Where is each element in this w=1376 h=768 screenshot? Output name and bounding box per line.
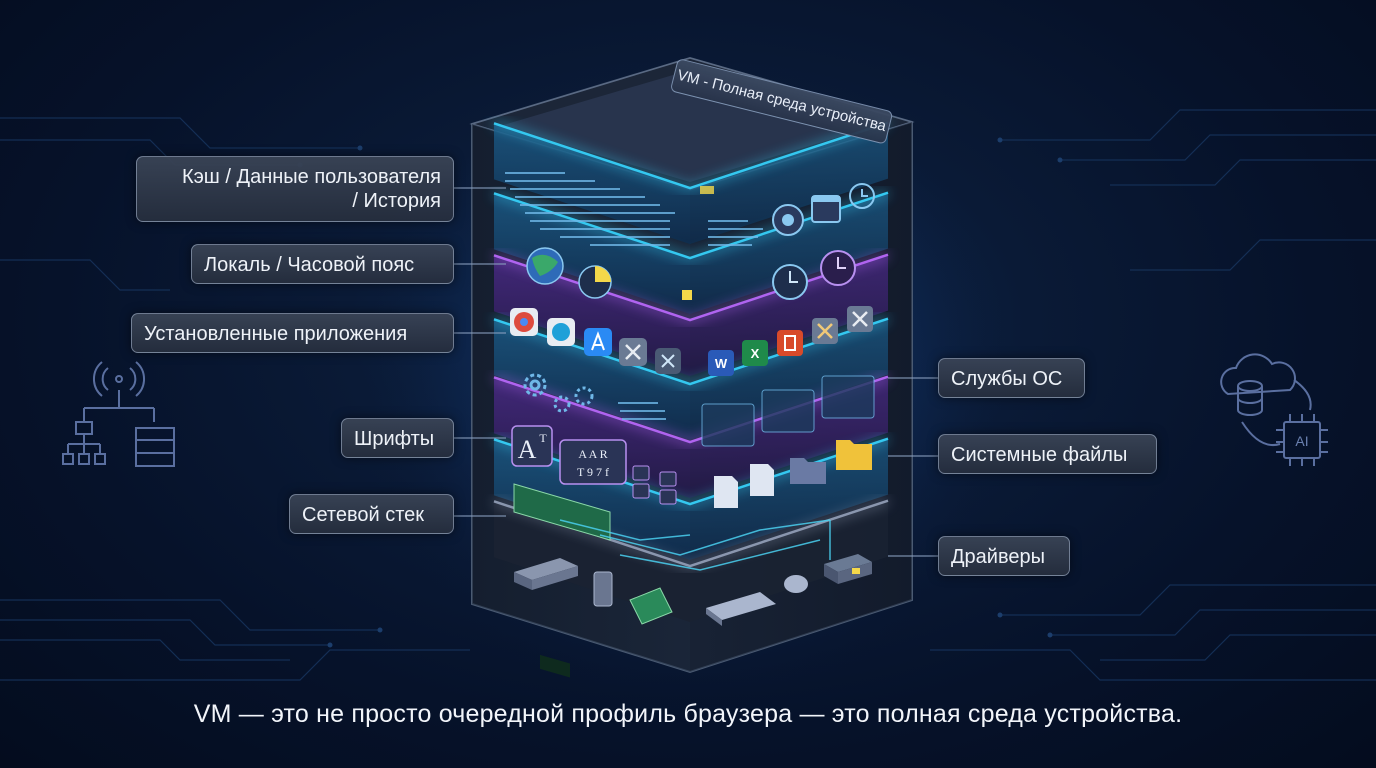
clock-icon: [820, 250, 856, 286]
layer-locale-left-face: [494, 193, 690, 314]
folder-icon: [790, 440, 872, 484]
svg-text:T 9 7 f: T 9 7 f: [577, 465, 609, 479]
app-icons-left: [510, 308, 681, 374]
phone-icon: [593, 571, 613, 607]
mouse-icon: [784, 575, 808, 593]
layer-cache-edge: [493, 121, 889, 190]
layer-locale-right-face: [690, 192, 888, 314]
gear-icon: [523, 373, 594, 413]
network-topology-icon: [62, 361, 175, 467]
cloud-database-ai-icon: AI: [1220, 353, 1328, 466]
layer-os-services-left-face: [494, 319, 690, 440]
callout-cache-user-data: Кэш / Данные пользователя / История: [136, 156, 454, 222]
svg-text:A: A: [518, 435, 537, 464]
keyboard-icon: [706, 592, 776, 626]
app-icons-right: W X: [708, 306, 873, 376]
callout-installed-apps: Установленные приложения: [131, 313, 454, 353]
font-icon: A T: [511, 425, 553, 467]
callout-fonts: Шрифты: [341, 418, 454, 458]
svg-text:W: W: [715, 356, 728, 371]
browser-window-icon: [811, 195, 841, 223]
svg-text:X: X: [751, 346, 760, 361]
status-led: [682, 290, 692, 300]
callout-os-services: Службы ОС: [938, 358, 1085, 398]
callout-connectors: [454, 187, 938, 557]
font-grid-icon: A A R T 9 7 f: [559, 439, 677, 505]
device-icon: [824, 554, 872, 584]
svg-text:A A R: A A R: [578, 447, 607, 461]
caption: VM — это не просто очередной профиль бра…: [193, 700, 1183, 728]
pie-clock-icon: [578, 265, 612, 299]
terminal-icon: [505, 172, 763, 246]
layer-contents: W X A T: [505, 172, 875, 678]
layer-drivers-right-face: [690, 500, 888, 622]
callout-network-stack: Сетевой стек: [289, 494, 454, 534]
router-icon: [514, 558, 578, 590]
layer-drivers-left-face: [494, 501, 690, 622]
network-traces: [559, 519, 831, 571]
callout-locale-timezone: Локаль / Часовой пояс: [191, 244, 454, 284]
layer-cache-right-face: [690, 122, 888, 244]
history-icon: [849, 183, 875, 209]
document-icon: [714, 464, 774, 508]
chrome-icon: [772, 204, 804, 236]
globe-icon: [526, 247, 564, 285]
circuit-board-icon: [629, 587, 673, 625]
clock-icon: [772, 264, 808, 300]
callout-system-files: Системные файлы: [938, 434, 1157, 474]
svg-text:T: T: [539, 431, 547, 445]
callout-drivers: Драйверы: [938, 536, 1070, 576]
service-panel-icon: [618, 375, 875, 447]
callout-cache-line1: Кэш / Данные пользователя: [181, 166, 441, 188]
callout-cache-line2: / История: [352, 190, 441, 212]
ai-chip-label: AI: [1295, 433, 1308, 449]
layer-network-left-face: [494, 439, 690, 560]
